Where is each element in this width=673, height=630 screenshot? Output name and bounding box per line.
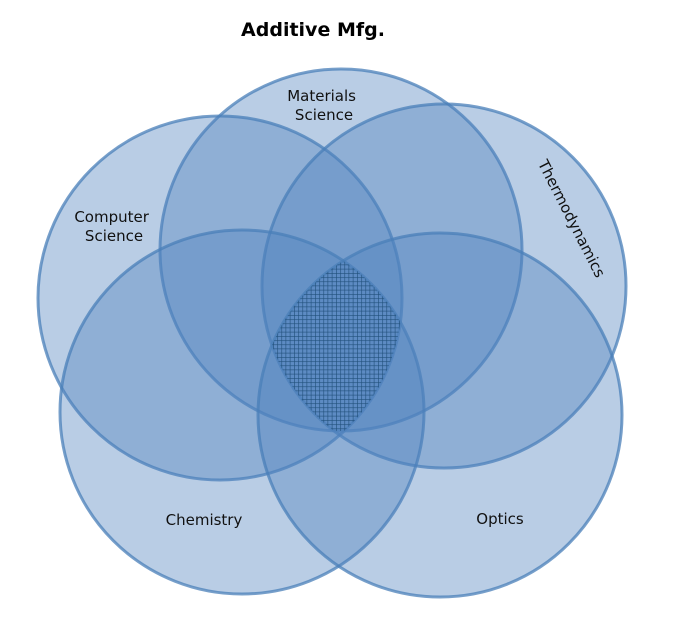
diagram-title: Additive Mfg. [241, 19, 385, 41]
label-chemistry: Chemistry [166, 511, 243, 529]
label-materials-science: Materials Science [287, 87, 361, 124]
label-computer-science: Computer Science [74, 208, 153, 245]
label-optics: Optics [476, 510, 524, 528]
